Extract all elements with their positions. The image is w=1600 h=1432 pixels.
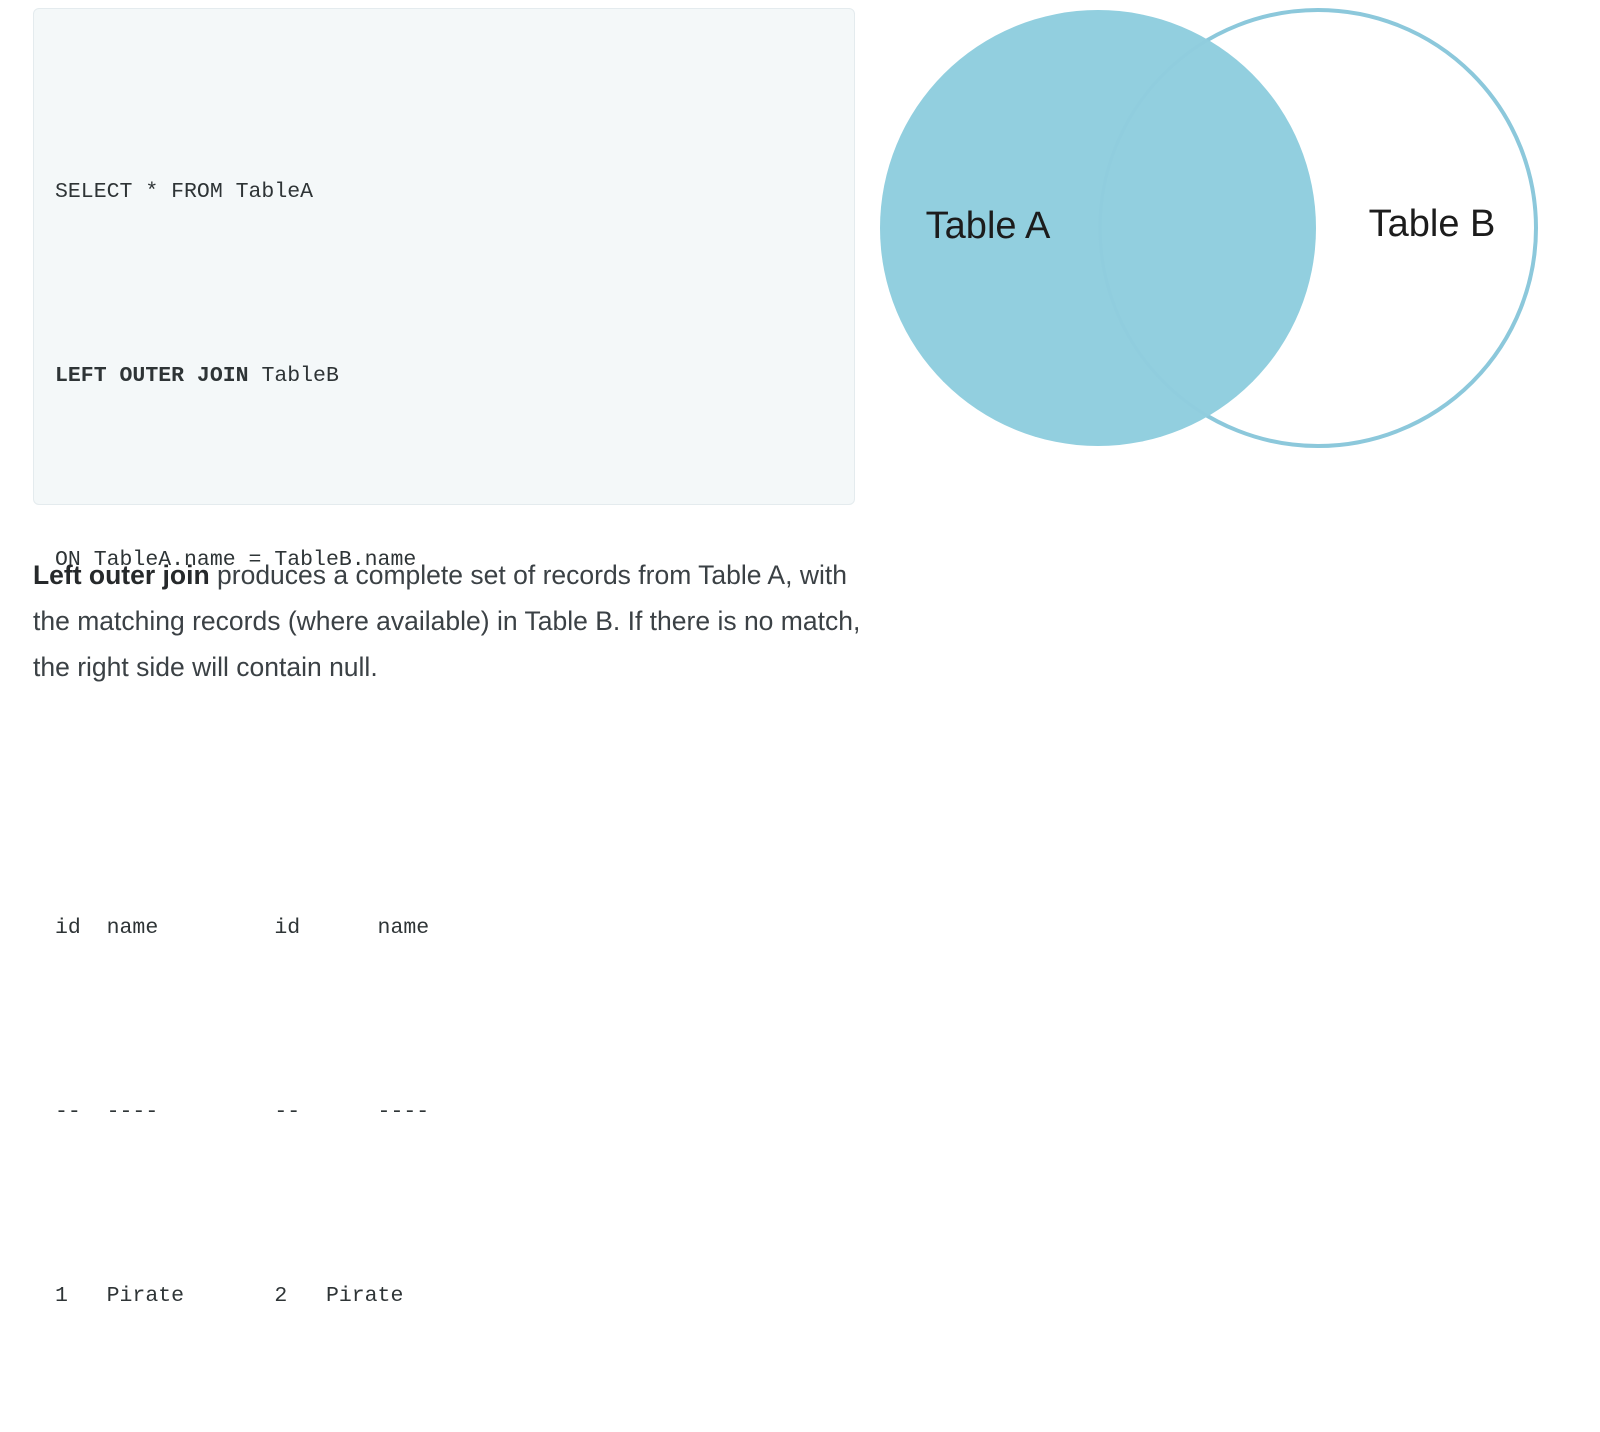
table-row: 1 Pirate 2 Pirate (55, 1273, 429, 1319)
sql-join-table: TableB (248, 364, 339, 388)
row-right-id: 2 (274, 1284, 326, 1308)
caption-bold-term: Left outer join (33, 560, 210, 590)
row-left-text: 1 Pirate (55, 1284, 275, 1308)
result-header-row: id name id name (55, 905, 429, 951)
result-separator-row: -- ---- -- ---- (55, 1089, 429, 1135)
row-right-name: Pirate (325, 1284, 404, 1308)
venn-label-table-a: Table A (926, 205, 1051, 247)
caption-rest: produces a complete set of records from … (33, 560, 861, 682)
sql-code-block: SELECT * FROM TableA LEFT OUTER JOIN Tab… (33, 8, 855, 1308)
sql-blank-line (55, 721, 429, 767)
venn-circle-table-a (880, 10, 1316, 446)
sql-line-join: LEFT OUTER JOIN TableB (55, 353, 429, 399)
caption-text: Left outer join produces a complete set … (33, 552, 863, 690)
sql-code-content: SELECT * FROM TableA LEFT OUTER JOIN Tab… (55, 31, 429, 1432)
sql-line-select: SELECT * FROM TableA (55, 169, 429, 215)
venn-diagram: Table A Table B (860, 0, 1600, 500)
sql-line-on: ON TableA.name = TableB.name (55, 537, 429, 583)
venn-overlap-boundary (1098, 8, 1538, 448)
result-separator-text: -- ---- -- ---- (55, 1100, 430, 1124)
sql-join-keyword: LEFT OUTER JOIN (55, 364, 249, 388)
sql-select-text: SELECT * FROM TableA (55, 180, 314, 204)
result-header-text: id name id name (55, 916, 430, 940)
venn-label-table-b: Table B (1369, 203, 1496, 245)
sql-on-text: ON TableA.name = TableB.name (55, 548, 417, 572)
